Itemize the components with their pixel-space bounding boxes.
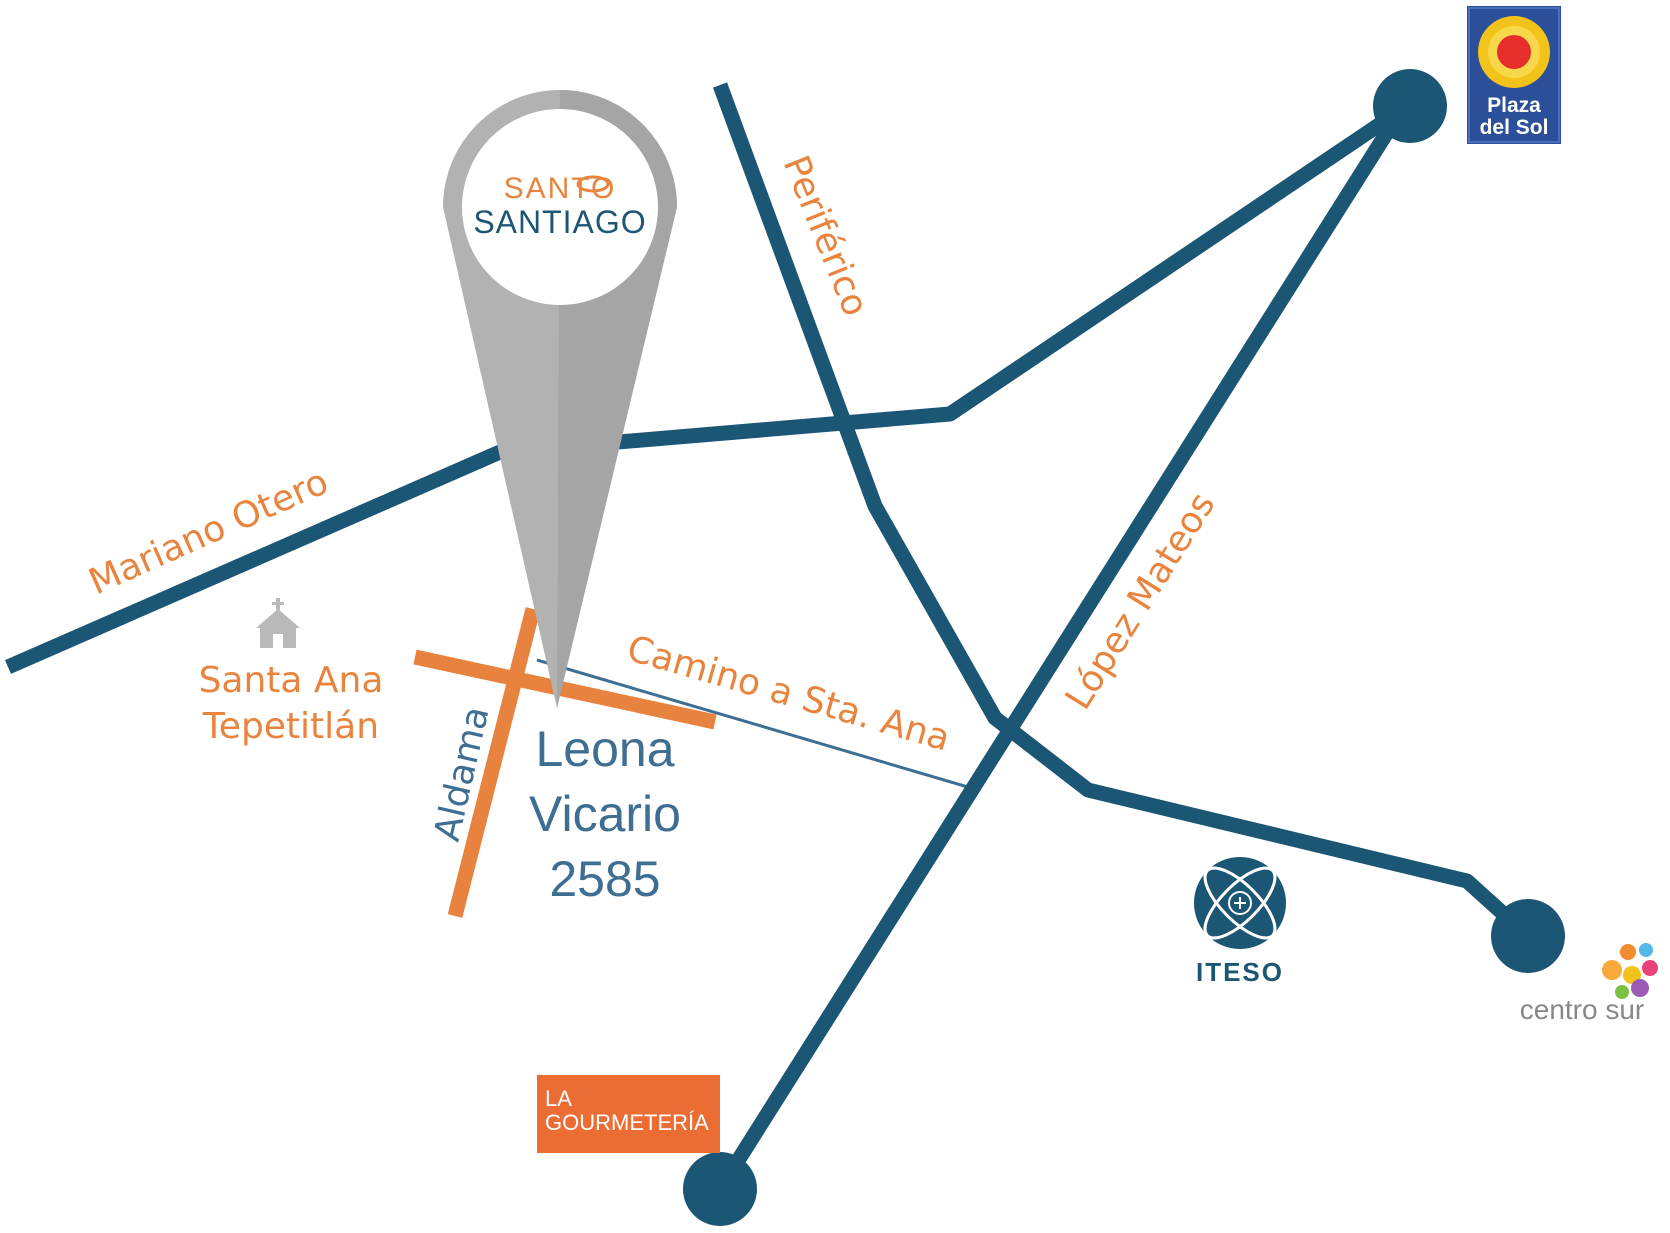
sun-icon <box>1478 16 1550 88</box>
road-end-marker-gourmeteria <box>683 1152 757 1226</box>
halo-icon <box>576 175 610 193</box>
church-icon <box>256 598 300 648</box>
mariano-otero-road <box>4 97 1415 674</box>
color-dots-icon <box>1602 943 1658 999</box>
santa-ana-label-line2: Tepetitlán <box>202 706 379 747</box>
map-pin-icon <box>443 90 677 708</box>
santo-santiago-logo: SANTO SANTIAGO <box>473 172 646 240</box>
address-line1: Leona <box>535 721 674 777</box>
santa-ana-label-line1: Santa Ana <box>199 660 384 701</box>
plaza-del-sol-line2: del Sol <box>1480 116 1549 139</box>
brand-line2: SANTIAGO <box>473 204 646 240</box>
gourmeteria-line1: LA <box>545 1086 572 1111</box>
camino-a-santa-ana-street <box>536 658 979 792</box>
road-end-marker-centro-sur <box>1491 899 1565 973</box>
iteso-label: ITESO <box>1196 957 1284 987</box>
centro-sur-label: centro sur <box>1520 994 1645 1025</box>
address-line3: 2585 <box>549 851 660 907</box>
leona-vicario-street <box>413 649 717 730</box>
iteso-emblem-icon <box>1194 857 1286 949</box>
plaza-del-sol-logo: Plaza del Sol <box>1467 6 1561 144</box>
gourmeteria-line2: GOURMETERÍA <box>545 1110 709 1135</box>
periferico-road <box>712 82 1534 942</box>
lopez-mateos-road <box>713 99 1412 1194</box>
aldama-street <box>447 607 541 918</box>
address-line2: Vicario <box>529 786 681 842</box>
road-end-marker-plaza-del-sol <box>1373 69 1447 143</box>
la-gourmeteria-logo: LA GOURMETERÍA <box>537 1075 720 1153</box>
plaza-del-sol-line1: Plaza <box>1487 94 1541 117</box>
